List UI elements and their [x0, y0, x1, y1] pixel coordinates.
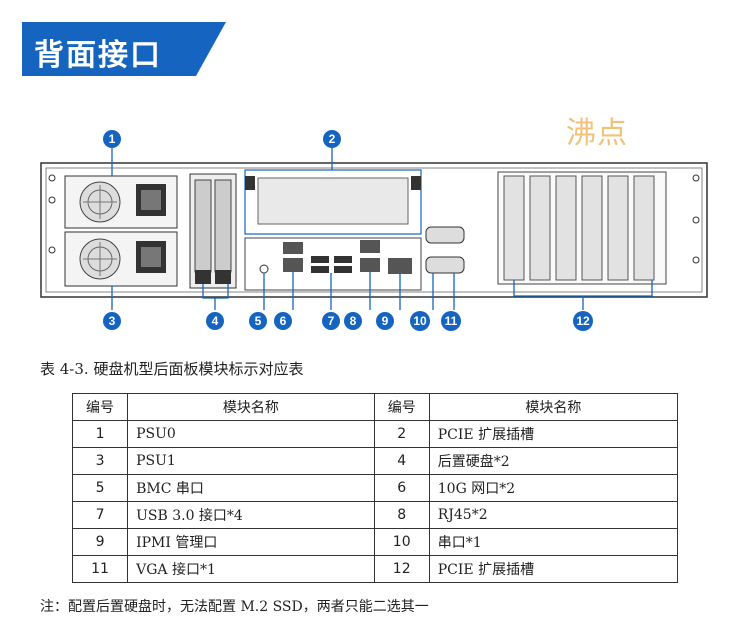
section-title: 背面接口	[34, 38, 162, 73]
callout-4: 4	[206, 312, 224, 330]
callout-6: 6	[274, 312, 292, 330]
watermark-text: 沸点	[566, 116, 628, 151]
svg-text:2: 2	[329, 132, 336, 146]
table-row: 5 BMC 串口 6 10G 网口*2	[71, 474, 679, 502]
callout-12: 12	[573, 311, 593, 331]
cell-name: 串口*1	[428, 528, 679, 556]
callout-9: 9	[376, 312, 394, 330]
callout-5: 5	[249, 312, 267, 330]
callout-1: 1	[103, 130, 121, 148]
callout-3: 3	[103, 312, 121, 330]
cell-num: 6	[373, 474, 430, 502]
cell-num: 5	[71, 474, 129, 502]
cell-name: BMC 串口	[127, 474, 375, 502]
cell-num: 7	[71, 501, 129, 529]
svg-text:11: 11	[445, 314, 458, 328]
svg-text:7: 7	[328, 314, 335, 328]
cell-name: RJ45*2	[428, 501, 679, 529]
table-header-row: 编号 模块名称 编号 模块名称	[71, 393, 679, 421]
table-row: 3 PSU1 4 后置硬盘*2	[71, 447, 679, 475]
svg-text:1: 1	[109, 132, 116, 146]
callout-10: 10	[410, 311, 430, 331]
svg-text:4: 4	[212, 314, 219, 328]
svg-text:10: 10	[413, 314, 427, 328]
cell-name: PCIE 扩展插槽	[428, 420, 679, 448]
cell-name: 10G 网口*2	[428, 474, 679, 502]
header-name-2: 模块名称	[428, 393, 679, 421]
callout-markers: 1 2 3 4 5 6 7 8 9 10 11 12	[103, 130, 593, 331]
leader-lines	[111, 148, 653, 310]
svg-text:9: 9	[382, 314, 389, 328]
header-name-1: 模块名称	[127, 393, 375, 421]
rear-panel-diagram: 1 2 3 4 5 6 7 8 9 10 11 12	[40, 130, 708, 331]
section-banner: 背面接口	[22, 22, 226, 76]
cell-num: 2	[373, 420, 430, 448]
table-row: 9 IPMI 管理口 10 串口*1	[71, 528, 679, 556]
cell-name: PSU0	[127, 420, 375, 448]
cell-num: 12	[373, 555, 430, 583]
callout-2: 2	[323, 130, 341, 148]
cell-name: PCIE 扩展插槽	[428, 555, 679, 583]
cell-num: 10	[373, 528, 430, 556]
header-num-1: 编号	[71, 393, 129, 421]
banner-shape	[22, 22, 226, 76]
cell-num: 3	[71, 447, 129, 475]
cell-num: 11	[71, 555, 129, 583]
callout-8: 8	[344, 312, 362, 330]
table-row: 1 PSU0 2 PCIE 扩展插槽	[71, 420, 679, 448]
cell-num: 1	[71, 420, 129, 448]
svg-text:12: 12	[576, 314, 590, 328]
table-row: 7 USB 3.0 接口*4 8 RJ45*2	[71, 501, 679, 529]
svg-text:3: 3	[109, 314, 116, 328]
cell-name: USB 3.0 接口*4	[127, 501, 375, 529]
cell-num: 4	[373, 447, 430, 475]
io-block	[244, 237, 422, 291]
svg-text:5: 5	[255, 314, 262, 328]
callout-7: 7	[322, 312, 340, 330]
serial-vga	[425, 226, 465, 274]
psu1	[64, 231, 178, 287]
rear-drives	[189, 173, 237, 289]
cell-name: VGA 接口*1	[127, 555, 375, 583]
cell-name: IPMI 管理口	[127, 528, 375, 556]
cell-name: 后置硬盘*2	[428, 447, 679, 475]
cell-num: 9	[71, 528, 129, 556]
callout-11: 11	[441, 311, 461, 331]
svg-text:6: 6	[280, 314, 287, 328]
header-num-2: 编号	[373, 393, 430, 421]
pcie-upper-slot	[244, 169, 422, 235]
module-table: 编号 模块名称 编号 模块名称 1 PSU0 2 PCIE 扩展插槽 3 PSU…	[71, 393, 679, 583]
pcie-right-slots	[497, 171, 667, 285]
psu0	[64, 175, 178, 229]
cell-num: 8	[373, 501, 430, 529]
footnote: 注：配置后置硬盘时，无法配置 M.2 SSD，两者只能二选其一	[40, 599, 429, 615]
svg-text:8: 8	[350, 314, 357, 328]
table-row: 11 VGA 接口*1 12 PCIE 扩展插槽	[71, 555, 679, 583]
cell-name: PSU1	[127, 447, 375, 475]
table-caption: 表 4-3. 硬盘机型后面板模块标示对应表	[40, 360, 304, 378]
